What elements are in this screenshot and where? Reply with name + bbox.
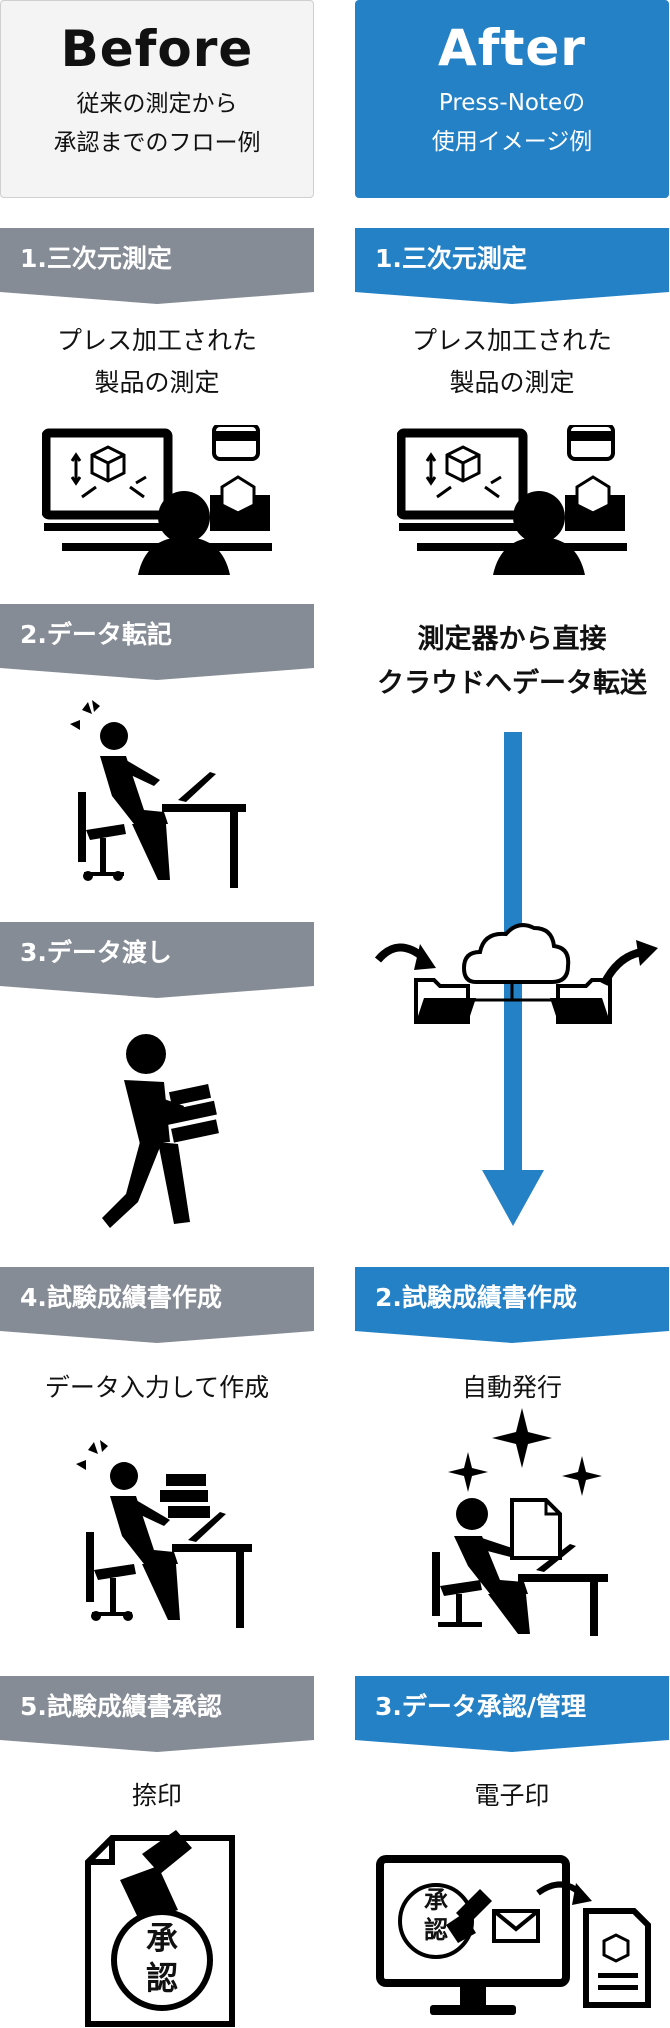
after-step3-label: 3.データ承認/管理 xyxy=(375,1692,587,1721)
monitor-stamp-icon xyxy=(376,1855,651,2015)
measurement-operator-icon xyxy=(42,425,272,575)
after-step1-banner: 1.三次元測定 xyxy=(355,228,669,304)
after-header: After Press-Noteの 使用イメージ例 xyxy=(355,0,669,198)
person-carrying-documents-icon xyxy=(102,1034,219,1228)
before-step3-banner: 3.データ渡し xyxy=(0,922,314,998)
cloud-transfer-diagram xyxy=(374,732,658,1226)
after-step3-banner: 3.データ承認/管理 xyxy=(355,1676,669,1752)
stamp-text: 承 認 xyxy=(140,1918,184,1998)
after-step2-caption-line1: 自動発行 xyxy=(461,1373,562,1402)
before-step4-caption-line1: データ入力して作成 xyxy=(44,1373,270,1402)
transfer-arrow-head xyxy=(482,1170,544,1226)
paper-stamp-illustration: 承 認 xyxy=(80,1830,240,2028)
auto-report-worker-icon xyxy=(432,1408,608,1636)
before-step1-caption-line2: 製品の測定 xyxy=(94,368,220,397)
before-step5-caption-line1: 捺印 xyxy=(131,1781,182,1810)
banner-shape xyxy=(355,1676,669,1752)
banner-shape xyxy=(355,1267,669,1343)
before-step1-label: 1.三次元測定 xyxy=(20,244,172,273)
before-step4-banner: 4.試験成績書作成 xyxy=(0,1267,314,1343)
cloud-icon xyxy=(461,923,571,984)
before-step1-banner: 1.三次元測定 xyxy=(0,228,314,304)
report-creation-worker-icon xyxy=(76,1440,252,1628)
cloud-transfer-line1: 測定器から直接 xyxy=(417,624,607,655)
after-step1-label: 1.三次元測定 xyxy=(375,244,527,273)
data-entry-worker-icon xyxy=(70,700,246,888)
cloud-transfer-caption: 測定器から直接 クラウドへデータ転送 xyxy=(355,618,669,706)
before-header: Before 従来の測定から 承認までのフロー例 xyxy=(0,0,314,198)
before-step2-banner: 2.データ転記 xyxy=(0,604,314,680)
electronic-stamp-illustration: 承 認 xyxy=(376,1855,652,2025)
document-icon xyxy=(510,1498,562,1560)
e-stamp-char-1: 承 xyxy=(424,1886,448,1914)
banner-shape xyxy=(0,1267,314,1343)
before-subtitle-line2: 承認までのフロー例 xyxy=(53,130,261,156)
curved-arrow-right xyxy=(600,948,643,986)
before-step5-label: 5.試験成績書承認 xyxy=(20,1692,222,1721)
before-title: Before xyxy=(60,20,254,78)
after-step3-caption-line1: 電子印 xyxy=(474,1781,550,1810)
after-step2-caption: 自動発行 xyxy=(355,1367,669,1409)
after-subtitle-line2: 使用イメージ例 xyxy=(431,129,593,155)
after-subtitle-line1: Press-Noteの xyxy=(438,90,586,116)
before-step4-caption: データ入力して作成 xyxy=(0,1367,314,1409)
stamp-char-2: 認 xyxy=(145,1959,178,1997)
before-step5-banner: 5.試験成績書承認 xyxy=(0,1676,314,1752)
before-step1-caption: プレス加工された 製品の測定 xyxy=(0,320,314,404)
before-step2-label: 2.データ転記 xyxy=(20,620,172,649)
banner-shape xyxy=(0,922,314,998)
banner-shape xyxy=(355,228,669,304)
banner-shape xyxy=(0,1676,314,1752)
e-stamp-char-2: 認 xyxy=(424,1916,448,1944)
stamp-char-1: 承 xyxy=(145,1919,178,1957)
before-step1-caption-line1: プレス加工された xyxy=(56,326,257,355)
before-step3-label: 3.データ渡し xyxy=(20,938,172,967)
banner-shape xyxy=(0,228,314,304)
before-step4-label: 4.試験成績書作成 xyxy=(20,1283,222,1312)
measurement-operator-icon xyxy=(397,425,627,575)
before-subtitle: 従来の測定から 承認までのフロー例 xyxy=(1,85,313,163)
banner-shape xyxy=(0,604,314,680)
after-step1-caption-line2: 製品の測定 xyxy=(449,368,575,397)
after-step1-caption-line1: プレス加工された xyxy=(411,326,612,355)
after-subtitle: Press-Noteの 使用イメージ例 xyxy=(355,84,669,162)
stamped-document-icon xyxy=(85,1830,235,2027)
after-title: After xyxy=(438,19,586,77)
after-step2-banner: 2.試験成績書作成 xyxy=(355,1267,669,1343)
after-step3-caption: 電子印 xyxy=(355,1775,669,1817)
cloud-transfer-line2: クラウドへデータ転送 xyxy=(377,668,647,699)
output-document-icon xyxy=(583,1908,651,2008)
e-stamp-text: 承 認 xyxy=(416,1885,456,1945)
before-subtitle-line1: 従来の測定から xyxy=(76,91,238,117)
after-step2-label: 2.試験成績書作成 xyxy=(375,1283,577,1312)
after-step1-caption: プレス加工された 製品の測定 xyxy=(355,320,669,404)
folder-right-icon xyxy=(550,978,612,1024)
before-step5-caption: 捺印 xyxy=(0,1775,314,1817)
sparkle-icon xyxy=(492,1408,552,1468)
folder-left-icon xyxy=(414,978,476,1024)
